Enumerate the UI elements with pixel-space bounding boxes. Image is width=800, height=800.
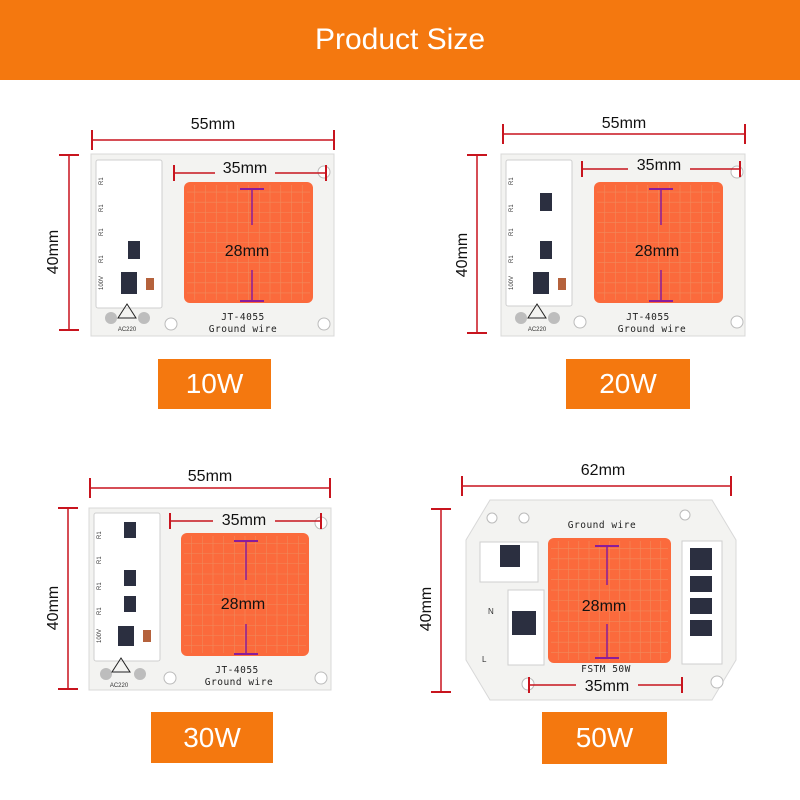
width-dimension: 62mm xyxy=(461,462,732,496)
wattage-badge-30w: 30W xyxy=(151,712,273,763)
warning-icon xyxy=(117,303,137,319)
svg-text:R1: R1 xyxy=(97,556,103,564)
chip-height-dimension: 28mm xyxy=(635,188,679,302)
pin-n-label: N xyxy=(488,607,494,616)
safety-label: AC220 xyxy=(110,683,129,689)
page-title: Product Size xyxy=(314,23,486,56)
cob-board: R1 R1 R1 R1 100V AC220 JT-4055 Ground wi… xyxy=(500,153,746,337)
chip-width-dimension: 35mm xyxy=(173,158,327,181)
chip-width-label: 35mm xyxy=(223,160,267,177)
chip-height-label: 28mm xyxy=(582,598,626,615)
svg-text:R1: R1 xyxy=(509,228,515,236)
led-grid xyxy=(184,536,306,653)
svg-text:R1: R1 xyxy=(99,228,105,236)
board-text: Ground wire xyxy=(209,324,277,335)
height-dimension: 40mm xyxy=(418,508,451,693)
svg-text:R1: R1 xyxy=(99,204,105,212)
chip-height-label: 28mm xyxy=(635,243,679,260)
chip-height-dimension: 28mm xyxy=(225,188,269,302)
led-grid xyxy=(187,185,310,300)
width-label: 55mm xyxy=(602,115,646,132)
board-text: Ground wire xyxy=(568,520,636,531)
chip-height-dimension: 28mm xyxy=(221,540,265,655)
svg-text:R1: R1 xyxy=(97,582,103,590)
chip-width-dimension: 35mm xyxy=(528,676,683,695)
height-dimension: 40mm xyxy=(454,154,487,334)
wattage-badge-50w: 50W xyxy=(542,712,667,764)
svg-text:R1: R1 xyxy=(509,255,515,263)
svg-text:R1: R1 xyxy=(97,607,103,615)
svg-text:R1: R1 xyxy=(99,177,105,185)
board-text: Ground wire xyxy=(618,324,686,335)
chip-width-label: 35mm xyxy=(585,678,629,695)
height-label: 40mm xyxy=(418,587,435,631)
svg-text:100V: 100V xyxy=(509,276,515,290)
cob-board: Ground wire N L FSTM 50W xyxy=(465,499,737,701)
height-label: 40mm xyxy=(45,586,62,630)
led-grid xyxy=(597,185,720,300)
width-label: 55mm xyxy=(188,468,232,485)
wattage-badge-10w: 10W xyxy=(158,359,271,409)
chip-height-label: 28mm xyxy=(225,243,269,260)
svg-text:100V: 100V xyxy=(99,276,105,290)
chip-width-label: 35mm xyxy=(637,157,681,174)
width-label: 62mm xyxy=(581,462,625,479)
pin-l-label: L xyxy=(482,655,487,664)
chip-width-label: 35mm xyxy=(222,512,266,529)
svg-text:R1: R1 xyxy=(97,531,103,539)
chip-width-dimension: 35mm xyxy=(581,155,741,177)
warning-icon xyxy=(527,303,547,319)
board-model: JT-4055 xyxy=(215,665,259,676)
board-model: FSTM 50W xyxy=(581,664,631,675)
height-label: 40mm xyxy=(454,233,471,277)
warning-icon xyxy=(111,657,131,673)
svg-text:R1: R1 xyxy=(99,255,105,263)
wattage-badge-20w: 20W xyxy=(566,359,690,409)
cob-board: R1 R1 R1 R1 100V AC220 JT-4055 Ground wi… xyxy=(90,153,335,337)
cob-board: R1 R1 R1 R1 100V AC220 JT-4055 Ground wi… xyxy=(88,507,332,691)
width-dimension: 55mm xyxy=(89,468,331,498)
svg-text:R1: R1 xyxy=(509,204,515,212)
safety-label: AC220 xyxy=(528,327,547,333)
header-banner: Product Size xyxy=(0,0,800,80)
safety-label: AC220 xyxy=(118,327,137,333)
svg-text:100V: 100V xyxy=(97,629,103,643)
chip-height-dimension: 28mm xyxy=(582,545,626,659)
led-grid xyxy=(551,541,668,660)
chip-width-dimension: 35mm xyxy=(169,509,322,529)
height-dimension: 40mm xyxy=(45,154,79,331)
height-dimension: 40mm xyxy=(45,507,78,690)
width-dimension: 55mm xyxy=(91,116,335,150)
board-model: JT-4055 xyxy=(221,312,265,323)
width-label: 55mm xyxy=(191,116,235,133)
width-dimension: 55mm xyxy=(502,115,746,144)
chip-height-label: 28mm xyxy=(221,596,265,613)
svg-text:R1: R1 xyxy=(509,177,515,185)
board-text: Ground wire xyxy=(205,677,273,688)
height-label: 40mm xyxy=(45,230,62,274)
board-model: JT-4055 xyxy=(626,312,670,323)
